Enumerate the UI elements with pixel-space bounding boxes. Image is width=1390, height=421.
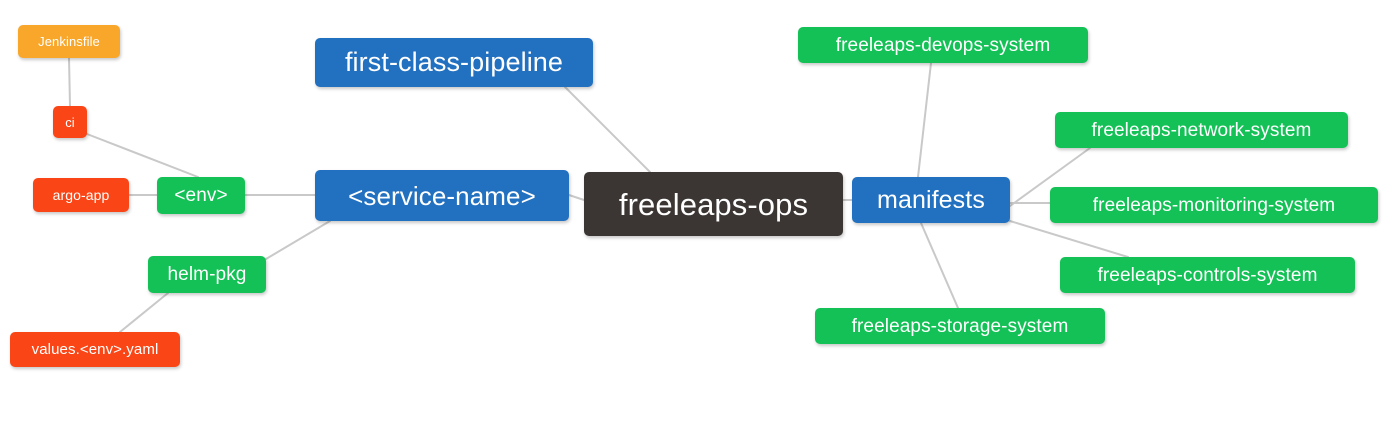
node-label-freeleaps-ops: freeleaps-ops — [618, 186, 809, 222]
node-helm-pkg[interactable]: helm-pkg — [148, 256, 266, 293]
edge-manifests-to-controls-system — [1009, 220, 1129, 258]
node-service-name[interactable]: <service-name> — [315, 170, 569, 221]
node-freeleaps-ops[interactable]: freeleaps-ops — [584, 172, 843, 236]
node-label-storage-system: freeleaps-storage-system — [851, 315, 1069, 337]
node-label-controls-system: freeleaps-controls-system — [1097, 264, 1318, 286]
node-controls-system[interactable]: freeleaps-controls-system — [1060, 257, 1355, 293]
node-values-yaml[interactable]: values.<env>.yaml — [10, 332, 180, 367]
edge-jenkinsfile-to-ci — [68, 57, 71, 107]
node-label-devops-system: freeleaps-devops-system — [835, 34, 1051, 56]
node-env[interactable]: <env> — [157, 177, 245, 214]
node-label-first-class-pipeline: first-class-pipeline — [344, 47, 564, 77]
node-manifests[interactable]: manifests — [852, 177, 1010, 223]
node-monitoring-system[interactable]: freeleaps-monitoring-system — [1050, 187, 1378, 223]
node-network-system[interactable]: freeleaps-network-system — [1055, 112, 1348, 148]
edge-manifests-to-storage-system — [920, 222, 959, 309]
node-ci[interactable]: ci — [53, 106, 87, 138]
node-storage-system[interactable]: freeleaps-storage-system — [815, 308, 1105, 344]
node-label-jenkinsfile: Jenkinsfile — [38, 34, 100, 49]
edge-manifests-to-devops-system — [917, 62, 932, 178]
edge-helm-pkg-to-values-yaml — [119, 292, 169, 333]
node-label-service-name: <service-name> — [348, 180, 536, 211]
node-first-class-pipeline[interactable]: first-class-pipeline — [315, 38, 593, 87]
node-devops-system[interactable]: freeleaps-devops-system — [798, 27, 1088, 63]
node-jenkinsfile[interactable]: Jenkinsfile — [18, 25, 120, 58]
node-label-values-yaml: values.<env>.yaml — [31, 341, 159, 358]
node-label-monitoring-system: freeleaps-monitoring-system — [1092, 194, 1336, 216]
node-argo-app[interactable]: argo-app — [33, 178, 129, 212]
edge-service-name-to-helm-pkg — [265, 220, 331, 260]
node-label-network-system: freeleaps-network-system — [1091, 119, 1312, 141]
node-label-manifests: manifests — [877, 185, 985, 214]
edge-service-name-to-freeleaps-ops — [568, 194, 585, 201]
edge-first-class-pipeline-to-freeleaps-ops — [564, 86, 651, 173]
node-label-argo-app: argo-app — [52, 187, 110, 203]
edge-ci-to-env — [86, 133, 199, 178]
node-label-ci: ci — [65, 114, 75, 130]
node-label-env: <env> — [174, 185, 228, 206]
node-label-helm-pkg: helm-pkg — [167, 264, 247, 285]
